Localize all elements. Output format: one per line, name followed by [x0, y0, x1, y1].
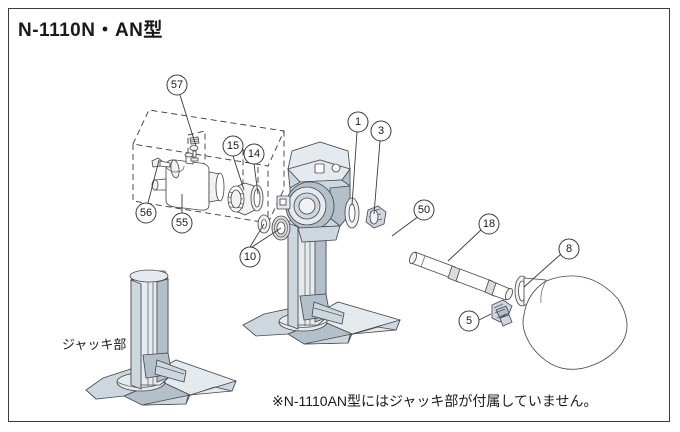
callout-bubble-3[interactable]: 3 [370, 120, 392, 142]
hex-nut-part [227, 182, 258, 216]
callout-bubble-10[interactable]: 10 [239, 246, 261, 268]
callout-label-55: 55 [176, 217, 188, 229]
callout-label-1: 1 [355, 116, 361, 128]
callout-label-3: 3 [378, 125, 384, 137]
screw-parts [151, 136, 200, 168]
washer-small-pair [257, 214, 291, 241]
footnote-text: ※N-1110AN型にはジャッキ部が付属していません。 [272, 393, 598, 409]
callout-label-50: 50 [418, 204, 430, 216]
dashed-group-box-lower [132, 131, 285, 224]
callout-bubble-50[interactable]: 50 [413, 199, 435, 221]
callout-label-57: 57 [171, 79, 183, 91]
callout-bubble-14[interactable]: 14 [243, 143, 265, 165]
callout-bubble-56[interactable]: 56 [135, 202, 157, 224]
clamp-part-3 [365, 205, 387, 229]
jack-section-stand [85, 269, 237, 406]
callout-bubble-18[interactable]: 18 [478, 213, 500, 235]
dashed-group-box-inner-screw [187, 130, 206, 168]
clip-part-5 [491, 299, 513, 327]
callout-label-15: 15 [227, 140, 239, 152]
callout-label-5: 5 [466, 315, 472, 327]
jack-section-label: ジャッキ部 [62, 337, 127, 352]
rubber-bulb-part [514, 275, 628, 370]
callout-label-56: 56 [140, 207, 152, 219]
callout-bubble-1[interactable]: 1 [347, 111, 369, 133]
valve-body-assembly [151, 152, 225, 211]
callout-label-18: 18 [483, 218, 495, 230]
hose-tube-assembly [409, 251, 513, 301]
callout-bubble-57[interactable]: 57 [166, 74, 188, 96]
page-title: N-1110N・AN型 [18, 20, 163, 41]
callout-label-14: 14 [248, 148, 260, 160]
main-stand-assembly [242, 141, 401, 345]
callout-bubble-8[interactable]: 8 [558, 238, 580, 260]
callout-label-10: 10 [244, 251, 256, 263]
leader-lines [147, 94, 562, 321]
callout-bubble-15[interactable]: 15 [222, 135, 244, 157]
washer-part-14 [250, 184, 264, 212]
callout-bubble-55[interactable]: 55 [171, 212, 193, 234]
callout-bubble-5[interactable]: 5 [458, 310, 480, 332]
callout-label-8: 8 [566, 243, 572, 255]
ring-seal-1 [344, 197, 360, 229]
